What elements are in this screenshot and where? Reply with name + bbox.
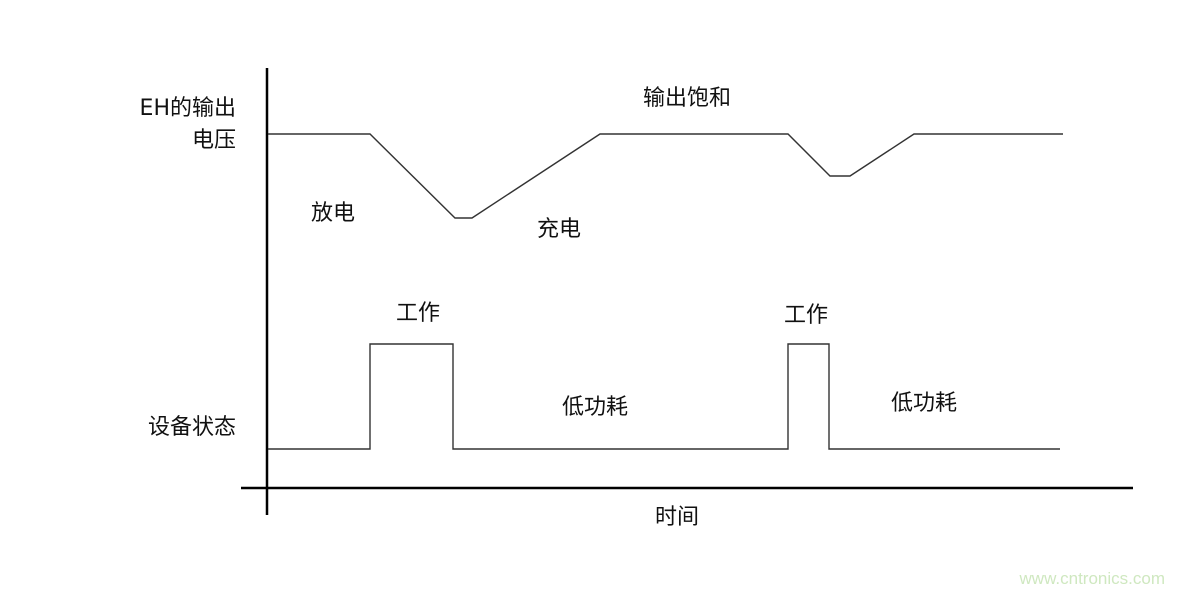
y-label-eh-output-voltage-line1: EH的输出 [140, 96, 236, 121]
label-low-power-2: 低功耗 [891, 391, 957, 416]
label-output-saturated: 输出饱和 [643, 86, 731, 111]
x-label-time: 时间 [655, 505, 699, 530]
y-label-eh-output-voltage-line2: 电压 [192, 128, 236, 153]
label-work-1: 工作 [396, 301, 440, 326]
device-state-waveform [268, 343, 1060, 450]
watermark: www.cntronics.com [1019, 569, 1165, 588]
label-charge: 充电 [537, 217, 581, 242]
y-label-device-state: 设备状态 [148, 415, 236, 440]
label-discharge: 放电 [311, 201, 355, 226]
eh-output-voltage-waveform [268, 133, 1063, 219]
label-low-power-1: 低功耗 [562, 395, 628, 420]
label-work-2: 工作 [784, 303, 828, 328]
